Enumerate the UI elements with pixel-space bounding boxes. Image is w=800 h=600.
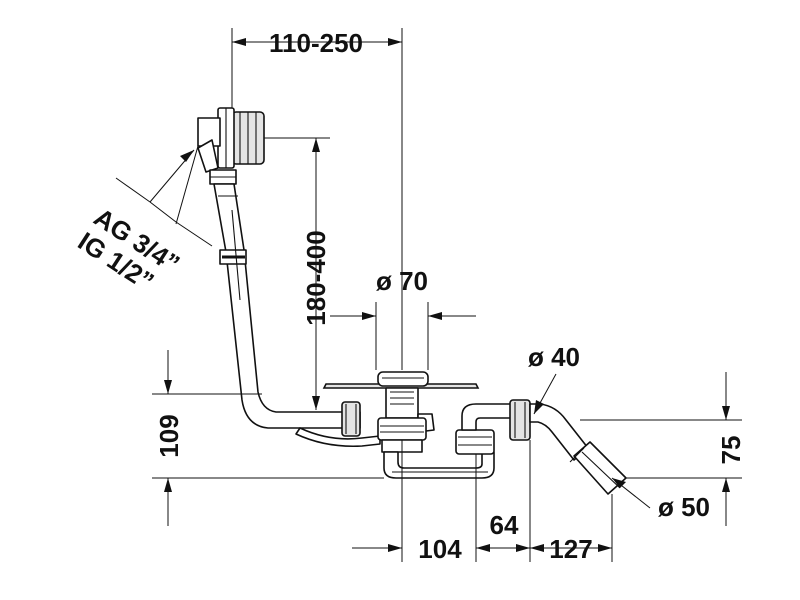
dimension-trap-height: 109 bbox=[152, 350, 384, 526]
dimension-lines: 110-250 180-400 ø 70 ø 40 bbox=[73, 28, 746, 564]
dimension-drain-hole: ø 70 bbox=[330, 266, 476, 370]
dim-overflow-height-label: 180-400 bbox=[301, 230, 331, 325]
dim-overflow-adjust-label: 110-250 bbox=[269, 28, 363, 58]
dimension-pipe-small: ø 40 bbox=[528, 342, 580, 415]
dim-offset-c-label: 127 bbox=[549, 534, 592, 564]
drain-plug bbox=[322, 371, 480, 453]
dim-drain-hole-label: ø 70 bbox=[376, 266, 428, 296]
dimension-outlet-height: 75 bbox=[580, 372, 746, 526]
dim-offset-a-label: 104 bbox=[418, 534, 462, 564]
overflow-connector-nut bbox=[295, 401, 381, 448]
u-trap bbox=[383, 403, 513, 479]
dim-offset-b-label: 64 bbox=[490, 510, 519, 540]
overflow-head bbox=[197, 107, 265, 185]
dim-trap-height-label: 109 bbox=[154, 414, 184, 457]
dimension-pipe-large: ø 50 bbox=[611, 477, 710, 522]
dimension-overflow-height: 180-400 bbox=[264, 137, 331, 410]
dim-pipe-small-label: ø 40 bbox=[528, 342, 580, 372]
dimension-bottom-chain: 104 64 127 bbox=[352, 440, 613, 564]
dim-outlet-height-label: 75 bbox=[716, 436, 746, 465]
dim-pipe-large-label: ø 50 bbox=[658, 492, 710, 522]
dimension-overflow-adjust: 110-250 bbox=[231, 28, 403, 370]
overflow-pipe bbox=[213, 183, 361, 429]
outlet-elbow bbox=[509, 399, 627, 495]
thread-callout: AG 3/4” IG 1/2” bbox=[73, 145, 213, 297]
waste-overflow-assembly bbox=[197, 107, 627, 495]
